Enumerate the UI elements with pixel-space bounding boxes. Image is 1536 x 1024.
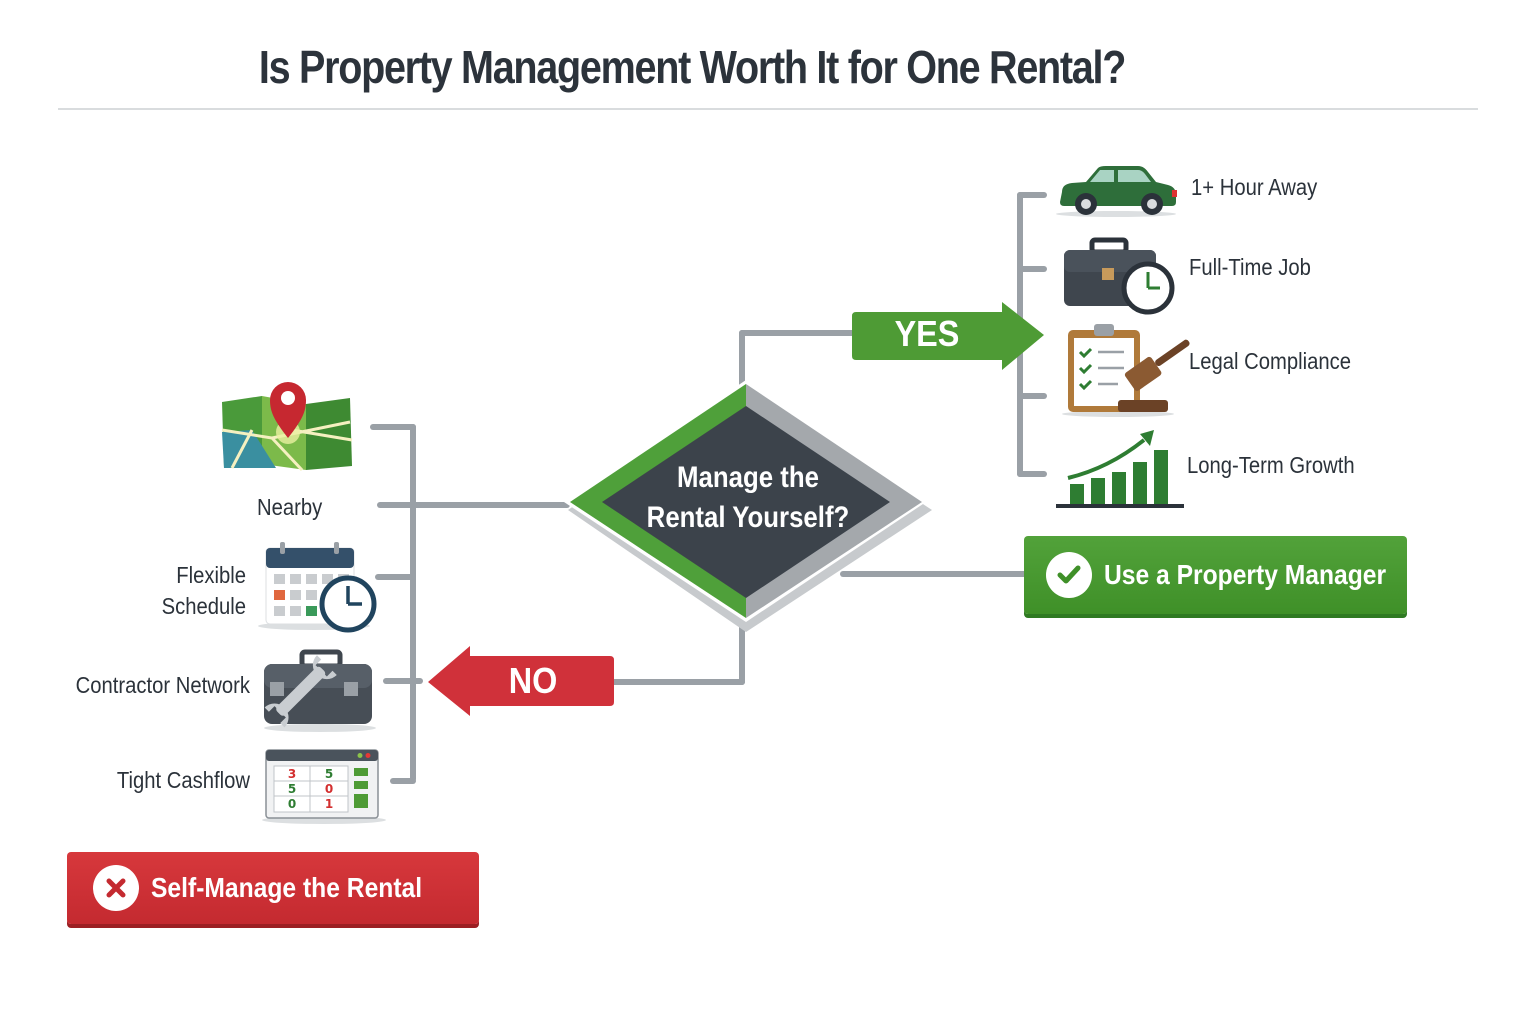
cell-r3c1: 0 [288,797,296,811]
self-manage-outcome[interactable]: Self-Manage the Rental [67,852,479,924]
decision-line-2: Rental Yourself? [646,501,850,534]
clipboard-gavel-icon [1062,324,1190,417]
page-title: Is Property Management Worth It for One … [258,41,1127,93]
spreadsheet-icon: 3 5 5 0 0 1 [262,749,386,824]
x-circle-icon [93,865,139,911]
factor-label-tight-cashflow: Tight Cashflow [116,767,250,793]
factor-label-nearby: Nearby [257,494,323,520]
use-property-manager-label: Use a Property Manager [1104,559,1387,590]
toolbox-wrench-icon [264,649,376,732]
connector-job-stub [1017,266,1047,272]
factor-label-legal-compliance: Legal Compliance [1189,348,1352,374]
flexible-line-1: Flexible [176,562,246,588]
connector-car-stub [1017,192,1047,198]
connector-to-no-arrow [600,679,745,685]
yes-label: YES [894,313,960,354]
connector-contractor-stub [383,678,423,684]
yes-arrow-icon [852,302,1044,370]
title-divider [58,108,1478,110]
cell-r1c1: 3 [288,767,296,781]
growth-chart-icon [1056,430,1184,508]
cell-r1c2: 5 [325,767,333,781]
briefcase-clock-icon [1064,237,1175,315]
check-circle-icon [1046,552,1092,598]
factor-label-1-hour-away: 1+ Hour Away [1191,174,1318,200]
connector-to-yes-arrow [739,330,859,336]
no-label: NO [508,660,558,701]
cell-r2c2: 0 [325,782,333,796]
self-manage-label: Self-Manage the Rental [151,872,423,903]
cell-r3c2: 1 [325,797,333,811]
connector-growth-stub [1017,471,1047,477]
connector-diamond-to-manager [840,571,1030,577]
connector-nearby-stub [370,424,416,430]
factor-label-full-time-job: Full-Time Job [1189,254,1311,280]
connector-diamond-down [739,620,745,685]
decision-question: Manage the Rental Yourself? [636,458,860,538]
factor-label-flexible-schedule: Flexible Schedule [144,560,246,622]
decision-diamond [564,380,932,632]
factor-label-long-term-growth: Long-Term Growth [1187,452,1355,478]
connector-left-bracket-vertical [410,424,416,782]
use-property-manager-outcome[interactable]: Use a Property Manager [1024,536,1407,614]
connector-schedule-stub [375,574,416,580]
car-icon [1056,166,1177,217]
decision-line-1: Manage the [677,461,819,494]
flexible-line-2: Schedule [161,593,246,619]
connector-cashflow-stub [390,778,416,784]
cell-r2c1: 5 [288,782,296,796]
map-pin-icon [218,382,356,476]
factor-label-contractor-network: Contractor Network [75,672,250,698]
connector-diamond-up [739,330,745,388]
connector-legal-stub [1017,393,1047,399]
no-arrow-icon [428,646,614,716]
connector-nearby-to-diamond [377,502,570,508]
calendar-clock-icon [258,542,377,633]
